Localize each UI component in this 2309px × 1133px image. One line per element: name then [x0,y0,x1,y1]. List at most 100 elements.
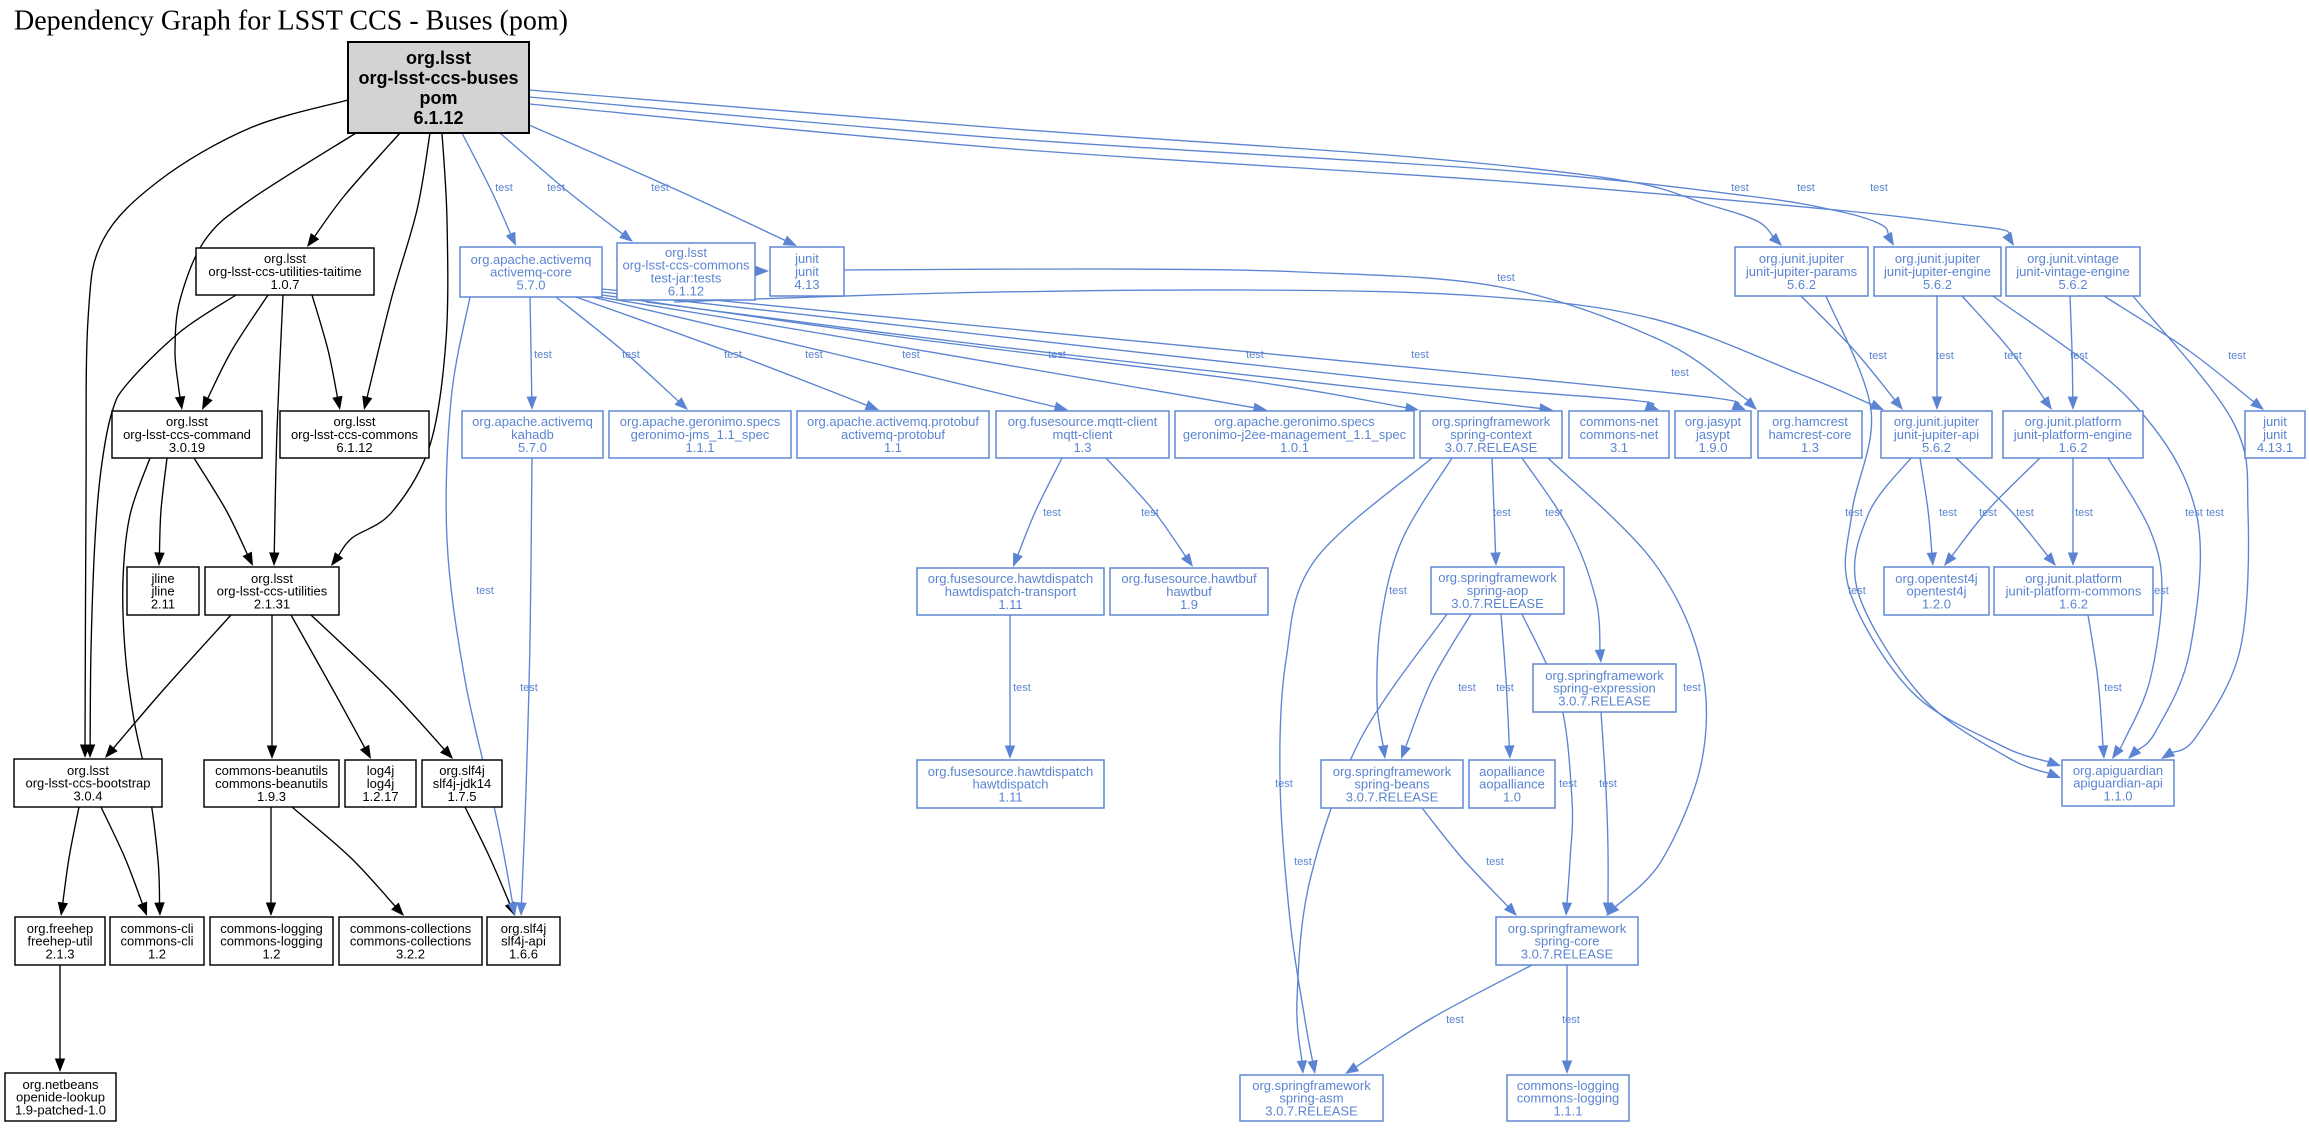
svg-text:Dependency Graph for LSST CCS: Dependency Graph for LSST CCS - Buses (p… [14,6,568,37]
svg-text:org.freehep: org.freehep [27,921,94,936]
svg-text:test: test [1246,349,1264,361]
svg-text:test: test [2004,350,2022,362]
svg-text:test-jar:tests: test-jar:tests [651,271,722,286]
svg-text:test: test [2228,350,2246,362]
svg-text:junit-jupiter-engine: junit-jupiter-engine [1883,264,1991,279]
svg-text:org.fusesource.hawtdispatch: org.fusesource.hawtdispatch [928,571,1093,586]
svg-text:6.1.12: 6.1.12 [668,283,704,298]
svg-text:org.lsst: org.lsst [251,571,293,586]
svg-text:commons-beanutils: commons-beanutils [215,763,328,778]
svg-text:test: test [1848,585,1866,597]
svg-text:5.7.0: 5.7.0 [518,440,547,455]
svg-text:test: test [2206,507,2224,519]
svg-text:2.11: 2.11 [151,596,175,611]
svg-text:org-lsst-ccs-bootstrap: org-lsst-ccs-bootstrap [26,776,151,791]
svg-text:3.0.7.RELEASE: 3.0.7.RELEASE [1451,596,1544,611]
svg-text:3.0.7.RELEASE: 3.0.7.RELEASE [1558,693,1651,708]
svg-text:commons-logging: commons-logging [220,921,323,936]
svg-text:log4j: log4j [367,776,395,791]
svg-text:org.springframework: org.springframework [1545,668,1664,683]
svg-text:commons-cli: commons-cli [121,934,194,949]
svg-text:org.lsst: org.lsst [264,251,306,266]
svg-text:test: test [1446,1014,1464,1026]
svg-text:1.1: 1.1 [884,440,902,455]
svg-text:1.11: 1.11 [998,597,1022,612]
svg-text:org.lsst: org.lsst [406,48,471,68]
svg-text:1.0.1: 1.0.1 [1280,440,1309,455]
svg-text:1.6.2: 1.6.2 [2059,596,2088,611]
svg-text:test: test [476,585,494,597]
svg-text:1.2.0: 1.2.0 [1922,596,1951,611]
svg-text:test: test [1936,350,1954,362]
svg-text:5.7.0: 5.7.0 [517,277,546,292]
svg-text:1.9.3: 1.9.3 [257,789,286,804]
svg-text:test: test [622,349,640,361]
svg-text:org.springframework: org.springframework [1432,414,1551,429]
svg-text:org.apache.activemq.protobuf: org.apache.activemq.protobuf [807,414,979,429]
svg-text:3.1: 3.1 [1610,440,1628,455]
svg-text:test: test [1493,507,1511,519]
svg-text:2.1.31: 2.1.31 [254,596,290,611]
svg-text:org.fusesource.hawtdispatch: org.fusesource.hawtdispatch [928,764,1093,779]
svg-text:org-lsst-ccs-commons: org-lsst-ccs-commons [622,258,750,273]
svg-text:org.apache.activemq: org.apache.activemq [471,252,592,267]
svg-text:junit-jupiter-params: junit-jupiter-params [1745,264,1858,279]
svg-text:spring-beans: spring-beans [1354,777,1430,792]
svg-text:aopalliance: aopalliance [1479,777,1545,792]
svg-text:jline: jline [150,584,174,599]
svg-text:org-lsst-ccs-command: org-lsst-ccs-command [123,427,251,442]
svg-text:slf4j-jdk14: slf4j-jdk14 [433,776,492,791]
svg-text:org-lsst-ccs-utilities: org-lsst-ccs-utilities [217,584,328,599]
svg-text:test: test [1671,367,1689,379]
svg-text:junit: junit [2262,414,2287,429]
svg-text:pom: pom [420,88,458,108]
svg-text:org-lsst-ccs-buses: org-lsst-ccs-buses [358,68,518,88]
svg-text:1.9: 1.9 [1180,597,1198,612]
svg-text:test: test [2016,507,2034,519]
svg-text:1.9.0: 1.9.0 [1699,440,1728,455]
svg-text:1.0.7: 1.0.7 [271,277,300,292]
svg-text:test: test [1683,682,1701,694]
svg-text:log4j: log4j [367,763,395,778]
svg-text:geronimo-j2ee-management_1.1_s: geronimo-j2ee-management_1.1_spec [1183,427,1407,442]
svg-text:5.6.2: 5.6.2 [1923,277,1952,292]
svg-text:org.junit.vintage: org.junit.vintage [2027,251,2119,266]
svg-text:4.13.1: 4.13.1 [2257,440,2293,455]
svg-text:1.6.2: 1.6.2 [2059,440,2088,455]
svg-text:org.jasypt: org.jasypt [1685,414,1742,429]
svg-text:3.0.7.RELEASE: 3.0.7.RELEASE [1445,440,1538,455]
svg-text:test: test [1458,682,1476,694]
svg-text:junit-jupiter-api: junit-jupiter-api [1893,427,1979,442]
svg-text:junit-platform-commons: junit-platform-commons [2005,584,2142,599]
svg-text:6.1.12: 6.1.12 [413,108,463,128]
svg-text:org.apache.activemq: org.apache.activemq [472,414,593,429]
svg-text:test: test [2151,585,2169,597]
svg-text:test: test [1497,272,1515,284]
svg-text:geronimo-jms_1.1_spec: geronimo-jms_1.1_spec [631,427,770,442]
svg-text:test: test [1486,856,1504,868]
svg-text:test: test [1141,507,1159,519]
svg-text:test: test [1048,349,1066,361]
svg-text:test: test [1599,778,1617,790]
svg-text:spring-core: spring-core [1534,934,1599,949]
svg-text:test: test [1869,350,1887,362]
svg-text:test: test [1870,182,1888,194]
svg-text:junit: junit [794,251,819,266]
svg-text:org.junit.jupiter: org.junit.jupiter [1894,414,1980,429]
svg-text:junit: junit [2262,427,2287,442]
svg-text:3.2.2: 3.2.2 [396,946,425,961]
svg-text:test: test [1731,182,1749,194]
svg-text:test: test [547,182,565,194]
svg-text:test: test [1275,778,1293,790]
svg-text:org.lsst: org.lsst [67,763,109,778]
svg-text:jasypt: jasypt [1695,427,1730,442]
svg-text:5.6.2: 5.6.2 [1787,277,1816,292]
svg-text:3.0.7.RELEASE: 3.0.7.RELEASE [1521,946,1614,961]
svg-text:1.1.1: 1.1.1 [1554,1103,1583,1118]
svg-text:spring-aop: spring-aop [1467,583,1528,598]
svg-text:org.springframework: org.springframework [1438,570,1557,585]
svg-text:3.0.4: 3.0.4 [74,788,103,803]
svg-text:slf4j-api: slf4j-api [501,934,546,949]
svg-text:hawtbuf: hawtbuf [1166,584,1212,599]
svg-text:1.2: 1.2 [262,946,280,961]
